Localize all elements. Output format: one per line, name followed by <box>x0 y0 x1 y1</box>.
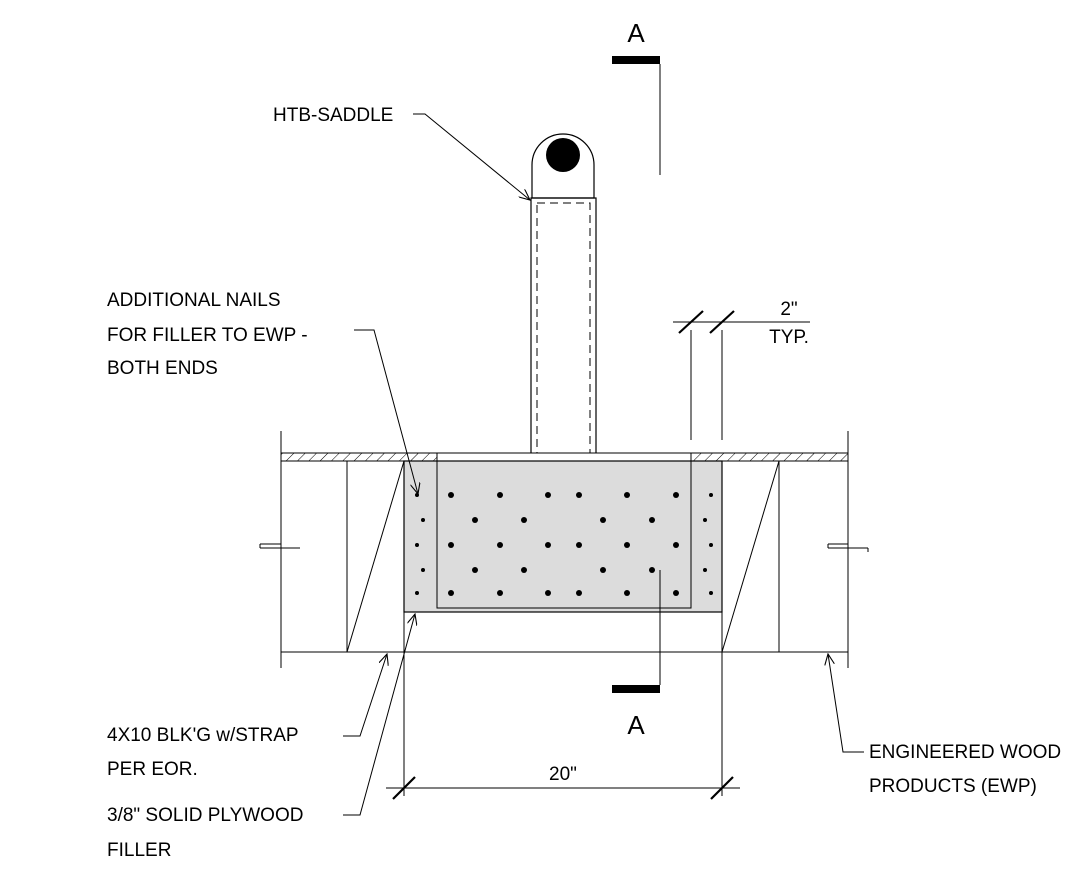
nail-dot <box>673 492 679 498</box>
nail-dot <box>415 591 419 595</box>
htb-saddle <box>531 133 595 199</box>
nail-dot <box>497 492 503 498</box>
section-marker-top: A <box>612 18 661 175</box>
blocking-label-line-1: 4X10 BLK'G w/STRAP <box>107 725 299 746</box>
nail-dot <box>703 518 707 522</box>
nail-dot <box>421 568 425 572</box>
nail-dot <box>497 590 503 596</box>
htb-saddle-callout: HTB-SADDLE <box>273 105 530 200</box>
nail-dot <box>600 517 606 523</box>
blocking-callout: 4X10 BLK'G w/STRAP PER EOR. <box>107 654 387 780</box>
section-label-bottom: A <box>627 710 645 740</box>
right-break <box>827 543 869 552</box>
dim-20in: 20" <box>386 620 740 800</box>
nail-dot <box>576 492 582 498</box>
nail-dot <box>421 518 425 522</box>
nail-dot <box>649 517 655 523</box>
section-label-top: A <box>627 18 645 48</box>
htb-saddle-label: HTB-SADDLE <box>273 105 393 126</box>
ewp-label-line-1: ENGINEERED WOOD <box>869 742 1061 763</box>
nails-label-line-3: BOTH ENDS <box>107 358 218 379</box>
nail-dot <box>709 543 713 547</box>
nail-dot <box>448 542 454 548</box>
nail-dot <box>576 590 582 596</box>
dim-typ-label: TYP. <box>769 327 809 348</box>
nail-dot <box>472 517 478 523</box>
plywood-label-line-1: 3/8" SOLID PLYWOOD <box>107 805 303 826</box>
nail-dot <box>600 567 606 573</box>
nail-dot <box>472 567 478 573</box>
plywood-callout: 3/8" SOLID PLYWOOD FILLER <box>107 614 415 861</box>
nail-dot <box>703 568 707 572</box>
nail-dot <box>545 492 551 498</box>
nail-dot <box>545 590 551 596</box>
sheathing <box>280 452 849 462</box>
nail-dot <box>709 493 713 497</box>
nails-callout: ADDITIONAL NAILS FOR FILLER TO EWP - BOT… <box>107 290 418 494</box>
strap <box>530 197 597 460</box>
nail-dot <box>545 542 551 548</box>
plywood-filler <box>403 460 723 613</box>
nail-dot <box>649 567 655 573</box>
nail-dot <box>448 492 454 498</box>
ewp-callout: ENGINEERED WOOD PRODUCTS (EWP) <box>828 654 1061 797</box>
nail-dot <box>709 591 713 595</box>
nails-label-line-1: ADDITIONAL NAILS <box>107 290 281 311</box>
nail-dot <box>576 542 582 548</box>
nail-dot <box>448 590 454 596</box>
nail-pattern <box>415 492 713 596</box>
dim-20in-label: 20" <box>549 764 577 785</box>
left-break <box>259 543 300 552</box>
nail-dot <box>521 567 527 573</box>
nail-dot <box>624 542 630 548</box>
nail-dot <box>673 590 679 596</box>
nail-dot <box>624 590 630 596</box>
nails-label-line-2: FOR FILLER TO EWP - <box>107 325 308 346</box>
nail-dot <box>415 543 419 547</box>
plywood-label-line-2: FILLER <box>107 840 171 861</box>
dim-2in: 2" TYP. <box>673 299 810 440</box>
ewp-label-line-2: PRODUCTS (EWP) <box>869 776 1037 797</box>
nail-dot <box>497 542 503 548</box>
section-marker-bottom: A <box>612 570 661 740</box>
dim-2in-label: 2" <box>780 299 797 320</box>
nail-dot <box>673 542 679 548</box>
nail-dot <box>624 492 630 498</box>
nail-dot <box>521 517 527 523</box>
left-blocking <box>346 460 405 653</box>
right-blocking <box>721 460 780 653</box>
blocking-label-line-2: PER EOR. <box>107 759 198 780</box>
